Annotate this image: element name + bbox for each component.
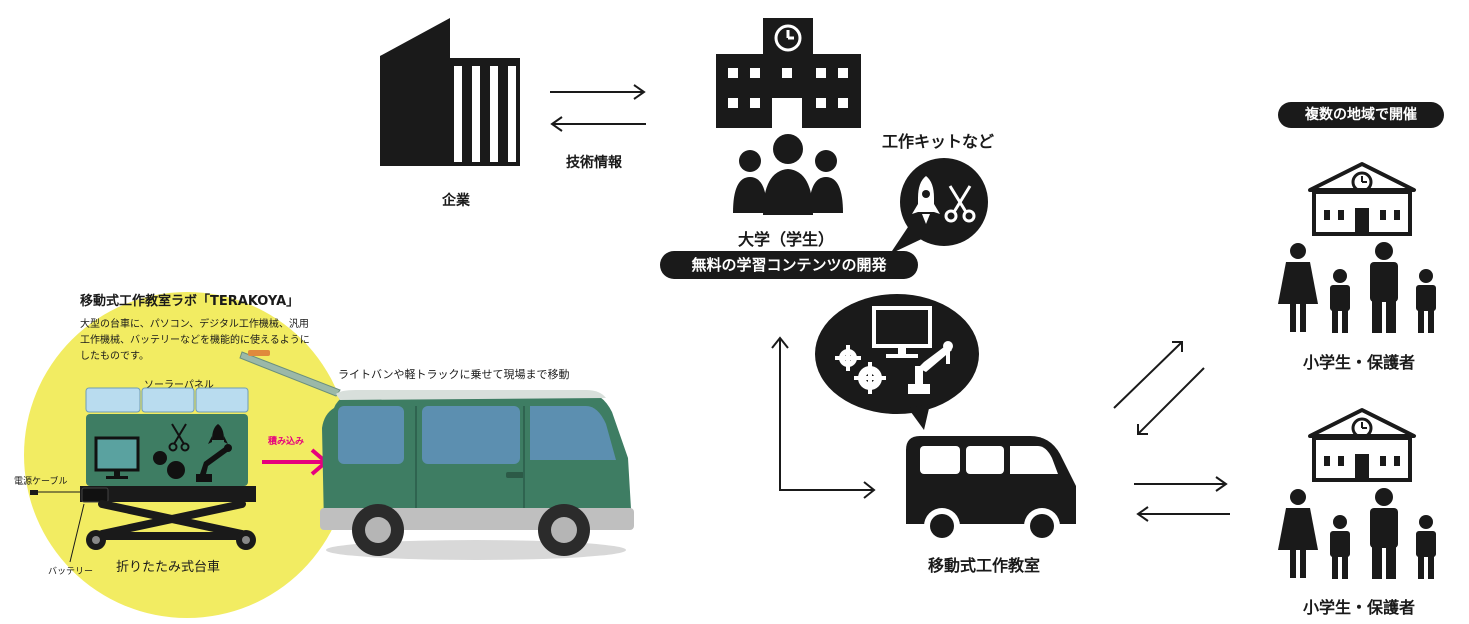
rocket-icon [208, 424, 228, 444]
student-group-icon [733, 134, 843, 215]
solar-panel-icon [85, 387, 249, 413]
family-icon-bottom [1278, 488, 1436, 579]
feedback-arrow [771, 336, 876, 499]
rocket-icon [912, 176, 940, 224]
company-building-icon [380, 18, 520, 166]
students-parents-label-bottom: 小学生・保護者 [1303, 598, 1416, 617]
tech-info-label: 技術情報 [566, 155, 622, 171]
region-arrows-diagonal [1113, 341, 1205, 435]
mobile-workshop-van-icon [906, 436, 1076, 544]
exchange-arrows [550, 84, 646, 132]
load-in-label: 積み込み [268, 437, 305, 447]
school-building-icon-top [1308, 162, 1416, 236]
region-arrows-horizontal [1134, 476, 1230, 522]
solar-panel-label: ソーラーパネル [144, 380, 214, 391]
terakoya-description-line-1: 大型の台車に、パソコン、デジタル工作機械、汎用 [80, 319, 309, 330]
green-van-illustration [320, 390, 634, 560]
school-building-icon-bottom [1308, 408, 1416, 482]
robot-arm-icon [908, 341, 953, 394]
scissors-icon [168, 423, 190, 452]
workshop-speech-bubble [815, 294, 979, 430]
multi-region-badge: 複数の地域で開催 [1278, 102, 1444, 128]
university-building-icon [716, 18, 861, 128]
family-icon-top [1278, 242, 1436, 333]
transport-note: ライトバンや軽トラックに乗せて現場まで移動 [338, 368, 570, 381]
gears-icon [835, 345, 886, 394]
mobile-workshop-label: 移動式工作教室 [928, 556, 1041, 575]
kit-label: 工作キットなど [882, 132, 995, 151]
terakoya-description-line-3: したものです。 [80, 351, 149, 362]
battery-label: バッテリー [48, 567, 94, 577]
terakoya-cart-illustration [30, 387, 256, 563]
monitor-icon [872, 306, 932, 358]
university-label: 大学（学生） [738, 230, 835, 249]
scissors-icon [944, 185, 976, 223]
monitor-icon [94, 436, 140, 479]
terakoya-title: 移動式工作教室ラボ「TERAKOYA」 [80, 294, 300, 309]
gears-icon [153, 451, 185, 479]
power-cable-label: 電源ケーブル [14, 477, 68, 487]
terakoya-description-line-2: 工作機械、バッテリーなどを機能的に使えるように [80, 335, 310, 346]
kit-speech-bubble [890, 158, 988, 254]
content-development-badge: 無料の学習コンテンツの開発 [660, 251, 918, 279]
folding-cart-label: 折りたたみ式台車 [116, 560, 221, 575]
students-parents-label-top: 小学生・保護者 [1303, 353, 1416, 372]
company-label: 企業 [442, 193, 470, 209]
transport-leader-line [239, 350, 341, 397]
robot-arm-icon [196, 444, 232, 482]
